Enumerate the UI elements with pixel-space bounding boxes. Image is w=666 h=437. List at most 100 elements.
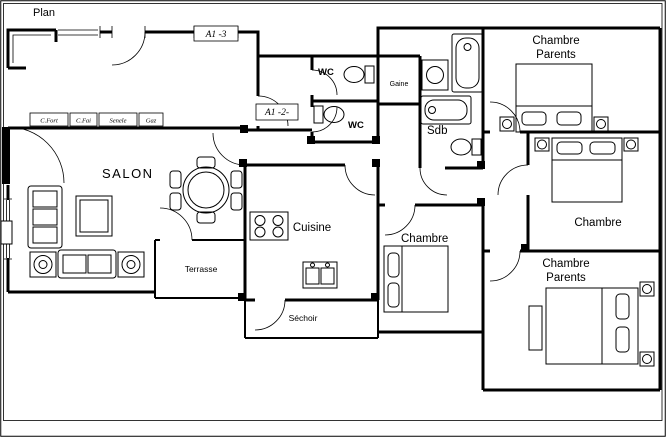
bed-frame — [545, 287, 639, 365]
wall-building-top — [100, 26, 660, 58]
dining-chair — [169, 192, 182, 211]
chambre-right-door-arc — [497, 164, 529, 196]
pillow — [589, 141, 616, 155]
dining-chair — [196, 211, 216, 224]
a1-3-tag-label: A1 -3 — [205, 30, 227, 40]
coffee-table-inner — [79, 199, 109, 233]
chambre-right-label: Chambre — [574, 217, 621, 229]
chambre-parents-top-label-line1: Chambre — [532, 35, 579, 47]
salon-door-arc — [212, 132, 246, 166]
bed-chambre-right — [534, 137, 639, 203]
pillow — [615, 293, 630, 320]
closet-inner-line — [12, 34, 51, 63]
pillow — [521, 111, 547, 126]
basin-frame — [421, 59, 449, 91]
toilet-tank — [471, 138, 482, 156]
sdb-label: Sdb — [427, 125, 447, 137]
side-table-frame — [117, 251, 145, 278]
tub-outer — [451, 33, 484, 93]
side-table-top — [33, 255, 53, 274]
tub-drain — [428, 106, 436, 114]
toilet-bowl — [450, 138, 472, 156]
nightstand-lamp — [537, 139, 547, 150]
sdb-door-arc — [419, 167, 448, 196]
side-table-frame — [29, 251, 57, 278]
sofa-cushion — [32, 226, 58, 244]
a1-3-tag-box — [193, 25, 239, 42]
beds — [383, 63, 655, 367]
tag-boxes: A1 -3 A1 -2- C.Fort C.Fai Senele Gaz — [29, 25, 299, 127]
bed-frame — [551, 137, 623, 203]
sink-tap — [310, 262, 315, 268]
nightstand — [623, 137, 639, 152]
side-table-top — [121, 255, 141, 274]
wall-landing-closet — [6, 28, 58, 70]
toilet-tank — [364, 65, 375, 84]
radiator — [0, 220, 13, 245]
room-labels: SALON Cuisine Terrasse Séchoir WC WC Gai… — [102, 35, 622, 323]
salon-furniture — [0, 156, 243, 279]
burner — [254, 226, 266, 238]
toilet-sdb — [450, 138, 482, 156]
toilet-bowl — [323, 106, 345, 123]
nightstand — [499, 116, 515, 132]
window-lines — [4, 26, 239, 260]
sechoir-door-arc — [254, 299, 286, 331]
pillow — [556, 141, 583, 155]
bed-chambre-parents-top — [499, 63, 609, 133]
bath-fixtures — [313, 33, 484, 156]
dining-chair — [230, 192, 243, 211]
utility-box-cfort — [29, 112, 69, 127]
sofa-cushion — [87, 254, 112, 274]
basin-bowl — [426, 66, 444, 84]
dining-chair — [230, 170, 243, 189]
cuisine-door-arc — [344, 164, 376, 196]
dining-chair — [196, 156, 216, 169]
bathtub-vertical — [451, 33, 484, 93]
bed-frame — [383, 245, 449, 313]
doors — [2, 31, 529, 331]
nightstand — [639, 281, 655, 297]
nightstand-lamp — [502, 119, 512, 129]
pillow — [556, 111, 582, 126]
utility-label-cfai: C.Fai — [76, 118, 91, 125]
dining-chair — [169, 170, 182, 189]
bed-chambre-middle — [383, 245, 449, 313]
toilet-bowl — [343, 66, 365, 83]
sink-frame — [302, 261, 338, 289]
dining-table-inner — [187, 171, 225, 209]
pillow — [387, 282, 400, 308]
a1-2-tag-label: A1 -2- — [264, 108, 289, 118]
gaine-label: Gaine — [390, 81, 409, 88]
sofa-frame — [27, 185, 63, 249]
kitchen-sink — [302, 261, 338, 289]
chambre-middle-door-arc — [384, 204, 416, 236]
tub-outer — [420, 95, 472, 125]
sofa-horizontal — [57, 249, 117, 279]
toilet-wc-upper — [343, 65, 375, 84]
utility-label-senele: Senele — [110, 118, 127, 125]
coffee-table-outer — [75, 195, 113, 237]
entrance-door-leaf — [2, 127, 10, 184]
burner — [272, 215, 284, 226]
plan-title: Plan — [33, 7, 55, 19]
sofa-vertical — [27, 185, 63, 249]
chambre-parents-top-label-line2: Parents — [536, 49, 576, 61]
terrasse-door-arc — [159, 207, 193, 241]
coffee-table — [75, 195, 113, 237]
pillow — [615, 326, 630, 353]
tub-inner — [424, 99, 468, 121]
washbasin — [421, 59, 449, 91]
tub-inner — [455, 37, 480, 89]
sofa-frame — [57, 249, 117, 279]
bed-chambre-parents-bottom — [528, 281, 655, 367]
nightstand-lamp — [642, 354, 652, 364]
window-landing — [58, 29, 98, 36]
utility-label-gaz: Gaz — [146, 118, 157, 125]
sofa-cushion — [32, 208, 58, 226]
utility-label-cfort: C.Fort — [40, 118, 58, 125]
